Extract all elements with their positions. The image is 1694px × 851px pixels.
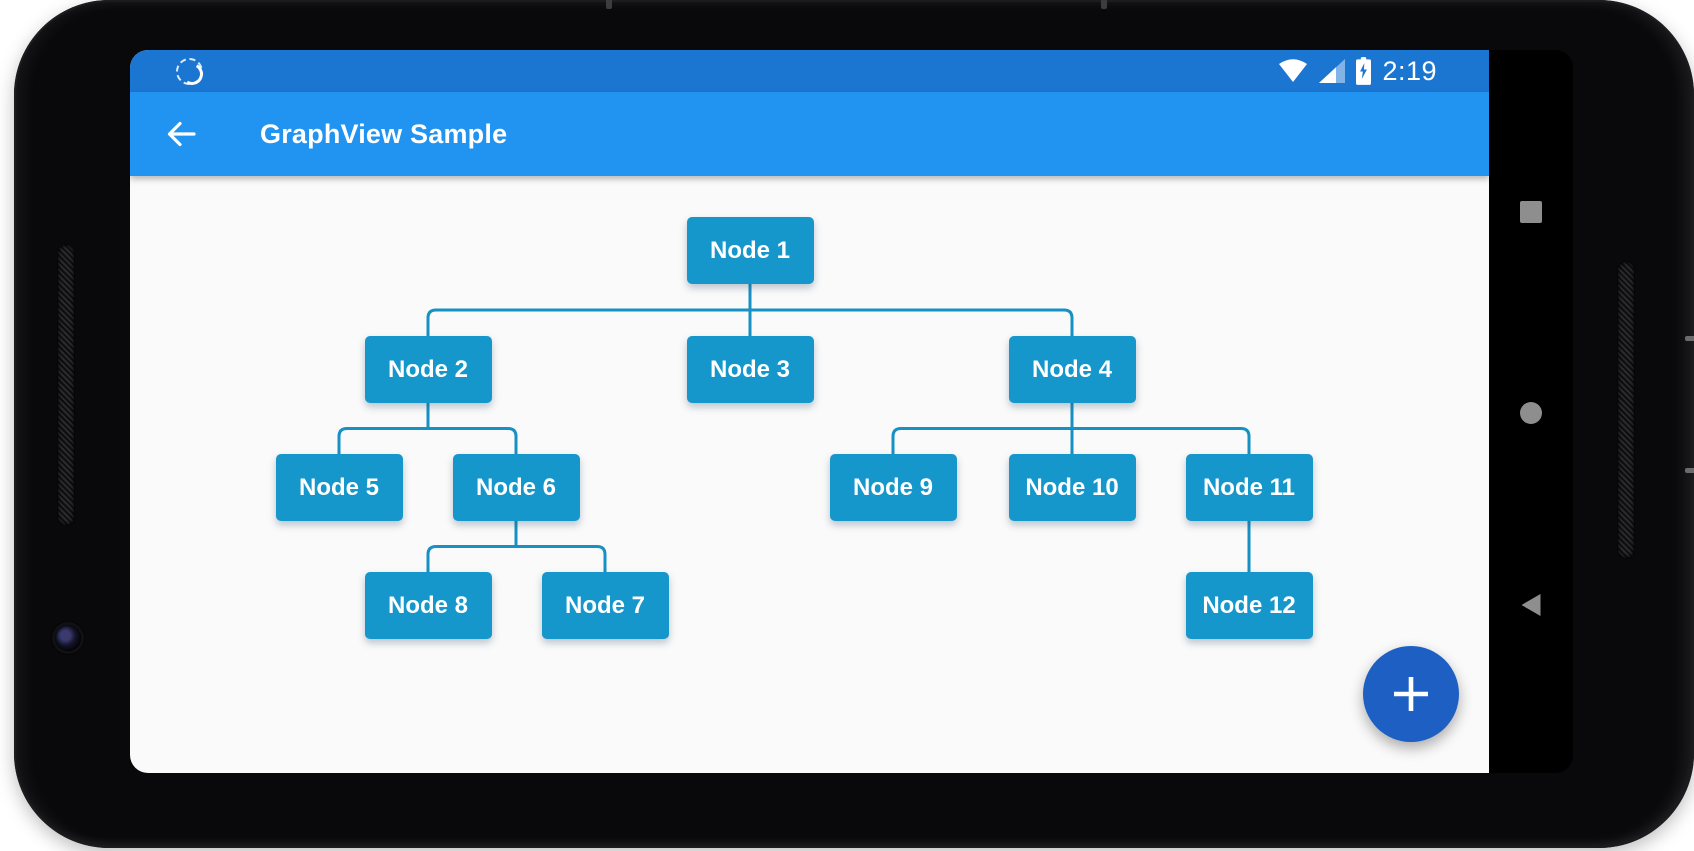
graph-node-9[interactable]: Node 9 <box>829 454 957 521</box>
status-icons: 2:19 <box>1278 56 1437 87</box>
antenna-line-right-lower <box>1685 468 1694 473</box>
back-button[interactable] <box>164 117 198 151</box>
antenna-line-right-upper <box>1685 336 1694 341</box>
earpiece-speaker-grille <box>58 245 74 525</box>
nav-recents-button[interactable] <box>1520 201 1542 223</box>
graph-node-12[interactable]: Node 12 <box>1185 572 1313 639</box>
graph-node-1[interactable]: Node 1 <box>686 217 814 284</box>
graph-canvas: Node 1 Node 2 Node 3 Node 4 Node 5 Node 6 Node… <box>130 50 1489 773</box>
phone-screen: 2:19 GraphView Sample Node 1 Node 2 Node 3… <box>130 50 1573 773</box>
antenna-line-top-left <box>606 0 612 9</box>
cell-signal-icon <box>1319 59 1346 83</box>
notification-spinner-icon <box>176 57 203 85</box>
app-bar: GraphView Sample <box>130 92 1489 176</box>
nav-home-button[interactable] <box>1520 402 1542 424</box>
nav-back-button[interactable] <box>1521 594 1541 616</box>
antenna-line-top-right <box>1101 0 1107 9</box>
front-camera <box>55 625 81 651</box>
graph-node-10[interactable]: Node 10 <box>1008 454 1136 521</box>
graph-node-2[interactable]: Node 2 <box>364 336 492 403</box>
fab-add-button[interactable] <box>1363 646 1459 742</box>
graph-node-4[interactable]: Node 4 <box>1008 336 1136 403</box>
wifi-icon <box>1279 59 1308 82</box>
app-window: 2:19 GraphView Sample Node 1 Node 2 Node 3… <box>130 50 1489 773</box>
graph-node-7[interactable]: Node 7 <box>541 572 669 639</box>
page-title: GraphView Sample <box>260 118 508 149</box>
clock: 2:19 <box>1382 55 1437 86</box>
arrow-left-icon <box>167 121 196 147</box>
graph-node-6[interactable]: Node 6 <box>452 454 580 521</box>
bottom-speaker-grille <box>1618 262 1634 558</box>
graph-node-5[interactable]: Node 5 <box>275 454 403 521</box>
graph-node-11[interactable]: Node 11 <box>1185 454 1313 521</box>
plus-icon <box>1394 677 1428 711</box>
graph-edges <box>337 284 1251 572</box>
battery-charging-icon <box>1356 57 1372 85</box>
status-bar: 2:19 <box>130 50 1489 92</box>
graph-node-8[interactable]: Node 8 <box>364 572 492 639</box>
navigation-bar <box>1489 50 1573 773</box>
graph-node-3[interactable]: Node 3 <box>686 336 814 403</box>
